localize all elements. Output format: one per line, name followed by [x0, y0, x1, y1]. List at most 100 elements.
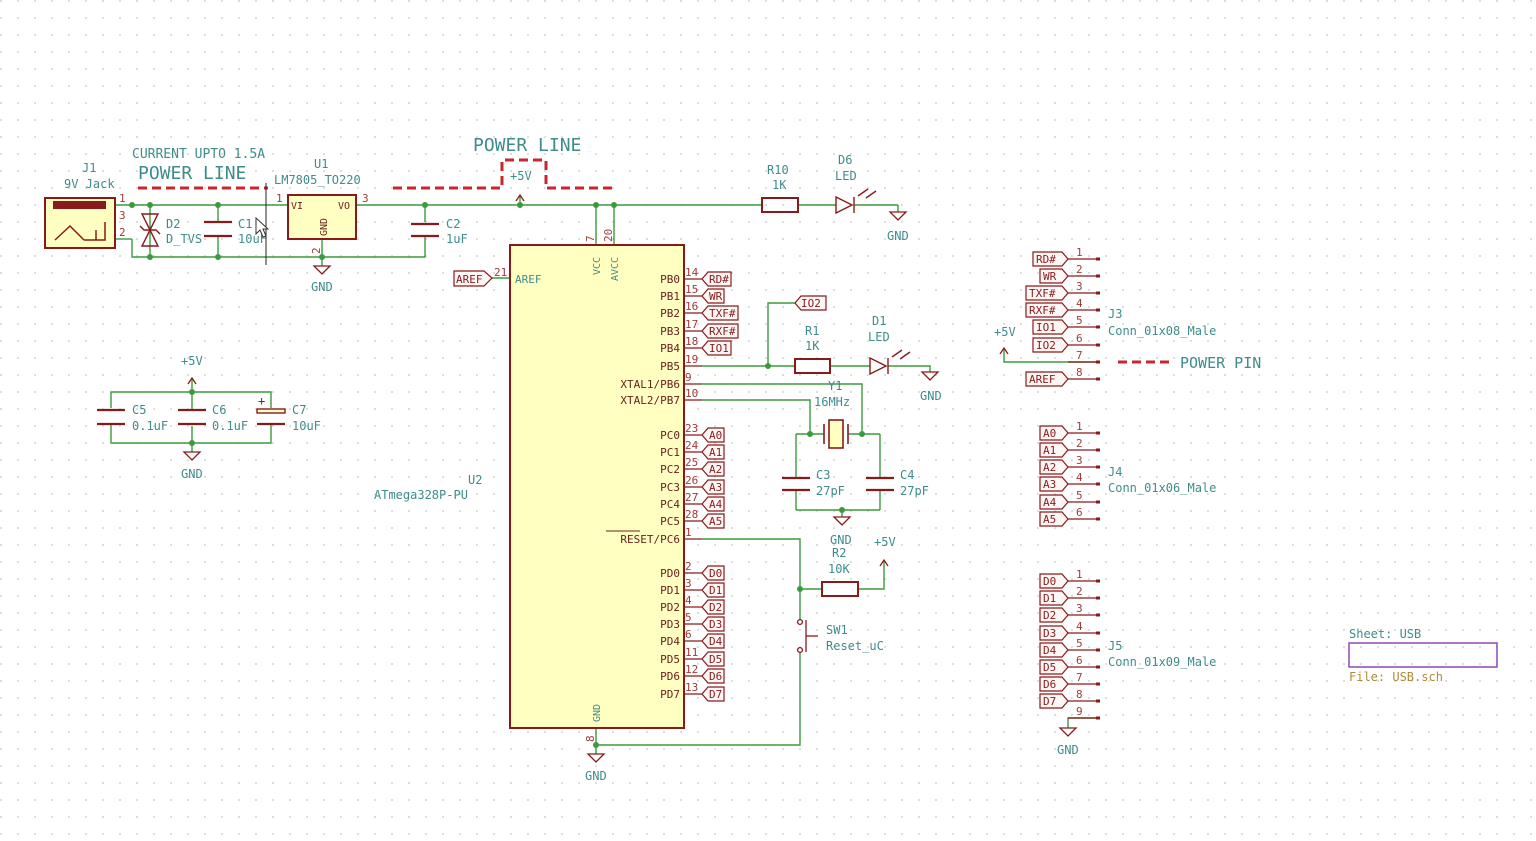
u2-net-label: RXF#: [709, 325, 736, 338]
u2-pin-number: 10: [685, 387, 698, 400]
j5-ref: J5: [1108, 639, 1122, 653]
j3-pin-head: [1096, 343, 1100, 347]
j4-net-label-flag: [1039, 442, 1069, 458]
u2-net-label-flag: [701, 444, 725, 460]
u2-net-label-flag: [701, 686, 725, 702]
c4-ref: C4: [900, 468, 914, 482]
c6-capacitor[interactable]: [178, 408, 206, 426]
c7-capacitor[interactable]: [256, 408, 286, 426]
j5-net-label: D0: [1043, 575, 1056, 588]
j5-pin-head: [1096, 665, 1100, 669]
j5-net-label-flag: [1039, 625, 1069, 641]
u2-net-label: TXF#: [709, 307, 736, 320]
u2-pin-name: PC2: [660, 463, 680, 476]
gnd-symbol-u1: [312, 265, 332, 275]
j3-pin-number: 3: [1076, 280, 1083, 293]
sw1-value: Reset_uC: [826, 639, 884, 653]
j3-net-label-flag: [1039, 268, 1069, 284]
gnd-symbol-d6: [888, 211, 908, 221]
c5-capacitor[interactable]: [97, 408, 125, 426]
u2-pin-name: XTAL1/PB6: [620, 378, 680, 391]
j3-net-label-flag: [1025, 302, 1069, 318]
j3-net-label-flag: [1032, 337, 1069, 353]
r10-ref: R10: [767, 163, 789, 177]
j4-ref: J4: [1108, 465, 1122, 479]
sw1-ref: SW1: [826, 623, 848, 637]
u2-pin-number: 24: [685, 439, 699, 452]
j4-pin-number: 2: [1076, 437, 1083, 450]
c1-value: 10uF: [238, 232, 267, 246]
u2-pin-name: PD6: [660, 670, 680, 683]
p5v-symbol-j3: [999, 346, 1009, 355]
j5-pin-number: 7: [1076, 671, 1083, 684]
c1-capacitor[interactable]: [204, 220, 232, 238]
u2-aref-pin-num: 21: [494, 266, 507, 279]
c4-value: 27pF: [900, 484, 929, 498]
svg-text:IO2: IO2: [801, 297, 821, 310]
j4-pin-number: 3: [1076, 454, 1083, 467]
sheet-usb[interactable]: [1348, 642, 1498, 668]
j5-pin-head: [1096, 596, 1100, 600]
d6-led[interactable]: [835, 188, 877, 215]
u2-gnd-pin-num: 8: [584, 735, 597, 742]
r10-value: 1K: [772, 178, 787, 192]
j5-net-label-flag: [1039, 676, 1069, 692]
d1-led[interactable]: [869, 349, 911, 376]
c6-value: 0.1uF: [212, 419, 248, 433]
u1-regulator[interactable]: [287, 194, 357, 240]
u2-net-label-flag: [701, 633, 725, 649]
u2-pin-name: PB3: [660, 325, 680, 338]
gnd-symbol-decoupling: [182, 451, 202, 461]
j4-net-label-flag: [1039, 425, 1069, 441]
u2-net-label-flag: [701, 599, 725, 615]
u2-pin-name: RESET/PC6: [620, 533, 680, 546]
d2-tvs-diode[interactable]: [139, 213, 161, 247]
p5v-label-top: +5V: [510, 169, 532, 183]
r2-resistor[interactable]: [821, 581, 859, 597]
c2-capacitor[interactable]: [411, 222, 439, 238]
j1-value: 9V Jack: [64, 177, 115, 191]
j1-jack[interactable]: [44, 197, 116, 249]
j5-net-label: D7: [1043, 695, 1056, 708]
sw1-pushbutton[interactable]: [796, 618, 818, 654]
io2-net-label: IO2: [794, 295, 827, 311]
u2-net-label: A3: [709, 481, 722, 494]
j4-pin-head: [1096, 500, 1100, 504]
j4-value: Conn_01x06_Male: [1108, 481, 1216, 495]
u2-pin-number: 1: [685, 526, 692, 539]
gnd-label-j5: GND: [1057, 743, 1079, 757]
j3-net-label: IO2: [1036, 339, 1056, 352]
j3-pin-number: 4: [1076, 297, 1083, 310]
u2-microcontroller[interactable]: [509, 244, 685, 729]
gnd-label-u1: GND: [311, 280, 333, 294]
u2-pin-number: 5: [685, 611, 692, 624]
d6-value: LED: [835, 169, 857, 183]
j4-net-label: A5: [1043, 513, 1056, 526]
r1-resistor[interactable]: [794, 358, 831, 374]
r1-value: 1K: [805, 339, 820, 353]
j5-net-label: D1: [1043, 592, 1056, 605]
j3-pin-head: [1096, 257, 1100, 261]
y1-crystal[interactable]: [823, 419, 849, 449]
j4-pin-head: [1096, 465, 1100, 469]
d6-ref: D6: [838, 153, 852, 167]
u2-net-label-flag: [701, 271, 732, 287]
j1-pin-2: 2: [119, 226, 126, 239]
u2-net-label: D3: [709, 618, 722, 631]
p5v-symbol-top: [515, 193, 525, 202]
j4-pin-head: [1096, 517, 1100, 521]
d1-ref: D1: [872, 314, 886, 328]
u2-avcc-pin-name: AVCC: [610, 257, 621, 281]
r10-resistor[interactable]: [761, 197, 799, 213]
c3-capacitor[interactable]: [782, 476, 810, 492]
u2-pin-name: PC4: [660, 498, 680, 511]
u2-pin-name: PB2: [660, 307, 680, 320]
j3-net-label: IO1: [1036, 321, 1056, 334]
u2-pin-name: PC0: [660, 429, 680, 442]
j4-pin-number: 6: [1076, 506, 1083, 519]
c4-capacitor[interactable]: [866, 476, 894, 492]
